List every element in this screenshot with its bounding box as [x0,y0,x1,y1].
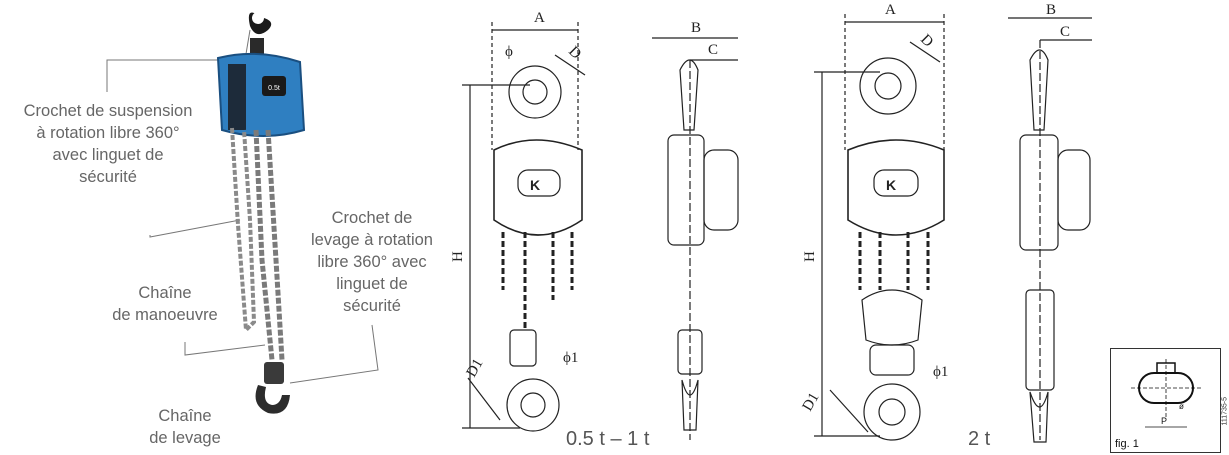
label-hand-chain: Chaîne de manoeuvre [112,284,218,324]
label-lifting-hook: Crochet de levage à rotation libre 360° … [310,209,433,315]
label-suspension-hook: Crochet de suspension à rotation libre 3… [23,102,193,186]
fig1-caption: fig. 1 [1115,438,1139,450]
svg-text:0.5t: 0.5t [268,85,280,92]
drawing2-dim-h: H [802,251,818,262]
chain-link-icon: P ø [1131,359,1203,428]
drawing2-dim-phi1: ϕ1 [933,364,948,380]
drawing1-dim-h: H [450,251,466,262]
drawing2-dim-b: B [1046,2,1056,18]
fig1-code: 111735-5 [1222,397,1229,426]
drawing1-dim-d: D [565,44,584,63]
drawing1-dim-phi1: ϕ1 [563,350,578,366]
capacity-label-1: 0.5 t – 1 t [566,428,650,450]
callout-lines [106,29,379,384]
fig1-inset: P ø fig. 1 111735-5 [1110,348,1229,453]
chain-hoist-photo: 0.5t [216,12,306,414]
capacity-label-2: 2 t [968,428,991,450]
drawing2-dim-d1: D1 [800,390,823,414]
drawing1-dim-a: A [534,10,545,26]
drawing2-dim-d: D [917,32,936,51]
drawing1-dim-b: B [691,20,701,36]
technical-drawing-1: K [462,22,739,440]
drawing1-dim-phi: ϕ [505,44,513,60]
drawing1-dim-c: C [708,42,718,58]
svg-text:K: K [530,177,540,193]
drawing1-dim-d1: D1 [464,356,487,380]
label-load-chain: Chaîne de levage [149,407,221,447]
svg-text:K: K [886,177,896,193]
drawing2-dim-a: A [885,2,896,18]
drawing2-dim-c: C [1060,24,1070,40]
fig1-p: P [1161,416,1167,426]
technical-drawing-2: K [814,14,1092,443]
fig1-phi: ø [1179,402,1184,411]
